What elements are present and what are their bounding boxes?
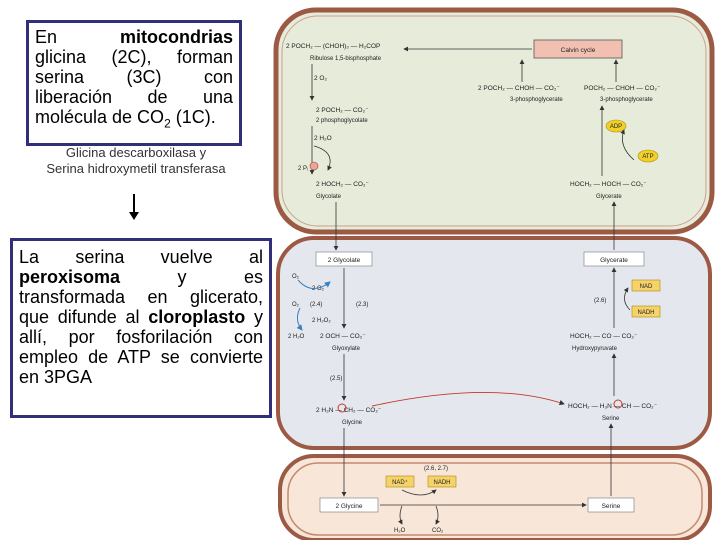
- box1-line3: serina (3C) con: [35, 67, 233, 87]
- peroxisome-glycerate-box: [583, 251, 645, 267]
- peroxisome-glycerate-label: Glycerate: [600, 257, 628, 264]
- mito-glycine-box: [319, 497, 379, 513]
- mito-h2o-label: H₂O: [394, 528, 406, 534]
- chloroplast-outer: [273, 7, 715, 235]
- box1-line5: molécula de CO2 (1C).: [35, 107, 233, 134]
- glycerate-formula: HOCH₂ — HOCH — CO₂⁻: [570, 181, 647, 188]
- pi-label: 2 Pᵢ: [298, 166, 308, 172]
- step-2-3: (2.3): [356, 302, 368, 308]
- h2o2-peroxisome: 2 H₂O₂: [312, 318, 331, 324]
- o2-chloroplast: 2 O₂: [314, 75, 327, 82]
- mito-step: (2.6, 2.7): [424, 466, 448, 472]
- peroxisome-glycolate-label: 2 Glycolate: [328, 257, 361, 264]
- box2-t3: y es transformada en glicerato, que difu…: [19, 267, 263, 327]
- h2o-chloroplast: 2 H₂O: [314, 135, 332, 142]
- box2-t5: y allí, por fosforilación con empleo de …: [19, 307, 263, 387]
- h2o2-breakdown-arrow: [296, 307, 303, 331]
- pi-dot: [309, 161, 319, 171]
- box1-line5-b: (1C).: [170, 107, 216, 127]
- chloroplast-inner: [281, 15, 707, 227]
- glycine-formula: 2 H₃N — CH₂ — CO₂⁻: [316, 407, 382, 414]
- box1-line4: liberación de una: [35, 87, 233, 107]
- pga2-name: 3-phosphoglycerate: [510, 97, 563, 103]
- phosphoglycolate-name: 2 phosphoglycolate: [316, 118, 368, 124]
- peroxisome-nadh-box: [631, 305, 661, 318]
- box2-t1: La serina vuelve al: [19, 247, 263, 267]
- mito-serine-box: [587, 497, 635, 513]
- mito-nadh-label: NADH: [433, 480, 450, 486]
- hydroxypyruvate-name: Hydroxypyruvate: [572, 346, 618, 352]
- amine-transfer-arrow: [371, 392, 565, 407]
- glycine-amine-marker: [337, 403, 347, 413]
- serine-amine-marker: [613, 399, 623, 409]
- rubp-formula: 2 POCH₂ — (CHOH)₃ — H₂COP: [286, 43, 380, 50]
- mitochondrion-inner: [287, 462, 703, 536]
- o2-consumption-arrow: [297, 279, 331, 289]
- rubp-name: Ribulose 1,5-bisphosphate: [310, 56, 382, 62]
- glycine-name: Glycine: [342, 420, 363, 426]
- box1-line2: glicina (2C), forman: [35, 47, 233, 67]
- enzymes-line2: Serina hidroxymetil transferasa: [46, 161, 226, 176]
- h2o-arrow: [398, 505, 403, 525]
- serine-formula: HOCH₂ — H₃N — CH — CO₂⁻: [568, 403, 658, 410]
- calvin-cycle-label: Calvin cycle: [561, 47, 596, 54]
- 2o2-peroxisome: 2 O₂: [312, 286, 325, 292]
- adp-label: ADP: [610, 124, 622, 130]
- hydroxypyruvate-formula: HOCH₂ — CO — CO₂⁻: [570, 333, 638, 340]
- pi-release-arrow: [313, 145, 332, 171]
- glyoxylate-formula: 2 OCH — CO₂⁻: [320, 333, 366, 340]
- o2-peroxisome-b: O₂: [292, 302, 300, 308]
- nadh-to-nad-arrow: [623, 287, 631, 311]
- atp-to-adp-arrow: [620, 129, 635, 161]
- serine-name: Serine: [602, 416, 620, 422]
- peroxisome-membrane: [276, 236, 712, 450]
- adp-badge: [605, 119, 627, 133]
- down-arrow-icon: [129, 194, 139, 220]
- h2o-peroxisome: 2 H₂O: [288, 334, 305, 340]
- mito-serine-label: Serine: [602, 503, 621, 510]
- o2-peroxisome: O₂: [292, 274, 300, 280]
- peroxisome-nadh-label: NADH: [637, 310, 654, 316]
- glyoxylate-name: Glyoxylate: [332, 346, 361, 352]
- step-2-5: (2.5): [330, 376, 342, 382]
- step-2-6: (2.6): [594, 298, 606, 304]
- mito-co2-label: CO₂: [432, 528, 444, 534]
- box1-line5-a: molécula de CO: [35, 107, 165, 127]
- box1-line5-sub: 2: [164, 116, 171, 131]
- box1-line1-b: mitocondrias: [119, 27, 233, 47]
- mito-glycine-label: 2 Glycine: [335, 503, 362, 510]
- enzymes-line1: Glicina descarboxilasa y: [65, 145, 207, 160]
- calvin-cycle-box: [533, 39, 623, 59]
- glycerate-name: Glycerate: [596, 194, 622, 200]
- pga2-formula: 2 POCH₂ — CHOH — CO₂⁻: [478, 85, 560, 92]
- pga1-formula: POCH₂ — CHOH — CO₂⁻: [584, 85, 661, 92]
- box2-t2: peroxisoma: [19, 267, 121, 287]
- peroxisome-nad-box: [631, 279, 661, 292]
- pga1-name: 3-phosphoglycerate: [600, 97, 653, 103]
- peroxisome-glycolate-box: [315, 251, 373, 267]
- glycolate-formula: 2 HOCH₂ — CO₂⁻: [316, 181, 369, 188]
- step-2-4: (2.4): [310, 302, 322, 308]
- peroxisome-nad-label: NAD: [640, 284, 653, 290]
- box1-line1-a: En: [35, 27, 58, 47]
- mito-nadh-box: [427, 475, 457, 488]
- mitochondria-text-box: En mitocondrias glicina (2C), forman ser…: [26, 20, 242, 146]
- peroxisome-text-box: La serina vuelve al peroxisoma y es tran…: [10, 238, 272, 418]
- phosphoglycolate-formula: 2 POCH₂ — CO₂⁻: [316, 107, 369, 114]
- co2-arrow: [435, 505, 440, 525]
- box2-t4: cloroplasto: [148, 307, 246, 327]
- nad-reduction-arrow: [401, 489, 437, 496]
- atp-badge: [637, 149, 659, 163]
- photorespiration-diagram: 2 POCH₂ — (CHOH)₃ — H₂COP Ribulose 1,5-b…: [273, 7, 715, 540]
- glycolate-name: Glycolate: [316, 194, 342, 200]
- enzymes-label: Glicina descarboxilasa y Serina hidroxym…: [26, 145, 246, 177]
- mito-nad-label: NAD⁺: [392, 479, 408, 486]
- atp-label: ATP: [642, 154, 653, 160]
- mito-nad-box: [385, 475, 415, 488]
